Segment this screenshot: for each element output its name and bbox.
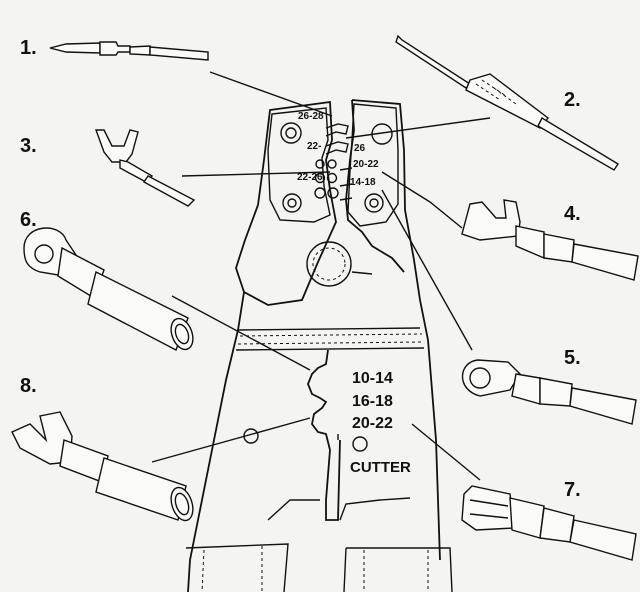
handle-band [237, 327, 421, 331]
jaw-plate-right [347, 103, 399, 227]
tool-left-outline [235, 100, 337, 306]
callout-6: 6. [20, 209, 37, 231]
cutter-label: CUTTER [350, 459, 411, 476]
grip-left [185, 543, 289, 592]
leader-3 [181, 171, 331, 177]
gauge-26: 26 [354, 143, 366, 154]
pivot-bolt [306, 241, 352, 287]
callout-3: 3. [20, 135, 37, 157]
terminal-8-insulated-fork [11, 411, 194, 522]
gauge-10-14: 10-14 [352, 370, 393, 387]
gauge-26-28: 26-28 [298, 111, 324, 122]
terminal-4-fork [461, 199, 639, 281]
callout-8: 8. [20, 375, 37, 397]
callout-5: 5. [564, 347, 581, 369]
leader-5 [381, 189, 473, 351]
crimp-die-notches [307, 349, 331, 451]
gauge-20-22-crimp: 20-22 [352, 415, 393, 432]
terminal-1-pin [49, 41, 209, 61]
terminal-6-insulated-ring [23, 227, 194, 351]
callout-numbers: 1. 2. 3. 4. 5. 6. 7. 8. [20, 37, 581, 501]
screw-lower-right [364, 193, 384, 213]
jaw-crimp-slots [314, 123, 353, 201]
jaw-plate-left [267, 107, 331, 223]
callout-2: 2. [564, 89, 581, 111]
callout-1: 1. [20, 37, 37, 59]
screw-upper-left [280, 122, 302, 144]
gauge-14-18: 14-18 [350, 177, 376, 188]
gauge-22: 22- [307, 141, 321, 152]
screw-lower-left [282, 193, 302, 213]
terminal-7-quick-disconnect [461, 485, 637, 561]
gauge-22-26: 22-26 [297, 172, 323, 183]
grip-right [346, 547, 453, 592]
leader-4 [381, 171, 463, 229]
leader-8 [151, 417, 311, 463]
gauge-20-22: 20-22 [353, 159, 379, 170]
tool-right-outline [351, 99, 441, 561]
terminal-5-ring [462, 359, 637, 425]
jaw-gauge-labels: 26-28 22- 26 22-26 20-22 14-18 [297, 111, 379, 188]
cutter-blade [325, 439, 341, 521]
leader-lines [151, 71, 491, 481]
leader-7 [411, 423, 481, 481]
terminal-3-small-spade [95, 129, 196, 207]
crimp-gauge-labels: 10-14 16-18 20-22 CUTTER [350, 370, 411, 476]
leader-6 [171, 295, 311, 371]
callout-4: 4. [564, 203, 581, 225]
cutter-rivet [352, 436, 368, 452]
terminal-2-butt-splice [395, 34, 619, 171]
callout-7: 7. [564, 479, 581, 501]
leader-1 [209, 71, 333, 117]
leader-2 [345, 117, 491, 139]
gauge-16-18: 16-18 [352, 393, 393, 410]
